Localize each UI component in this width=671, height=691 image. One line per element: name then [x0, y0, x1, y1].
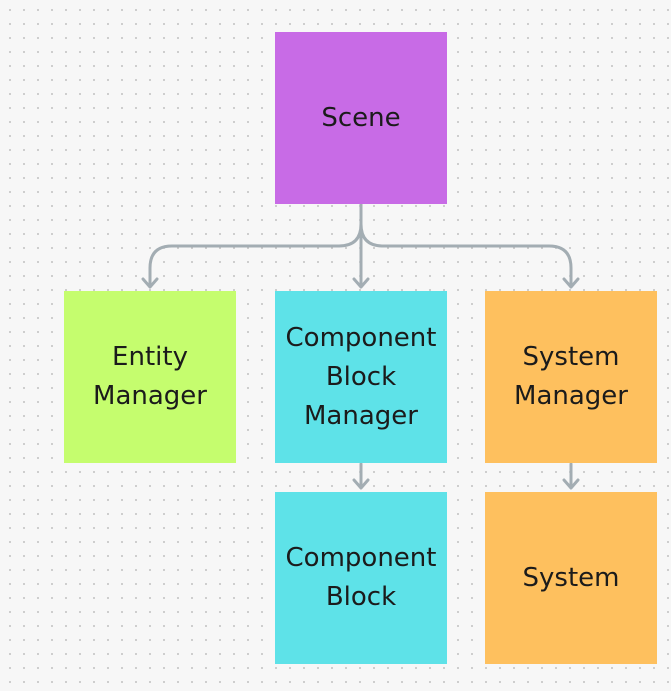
scene-label: Scene — [321, 102, 401, 133]
component-block-manager-node[interactable]: Component Block Manager — [275, 291, 447, 463]
system-node[interactable]: System — [485, 492, 657, 664]
entity-manager-label: Entity Manager — [93, 342, 207, 411]
system-manager-label: System Manager — [514, 342, 628, 411]
component-block-manager-label: Component Block Manager — [285, 322, 437, 431]
connector-component-block-manager-to-component-block — [352, 462, 370, 490]
scene-node[interactable]: Scene — [275, 32, 447, 204]
connector-scene-to-system-manager — [359, 202, 580, 289]
connector-system-manager-to-system — [562, 462, 580, 490]
system-label: System — [522, 562, 620, 593]
entity-manager-node[interactable]: Entity Manager — [64, 291, 236, 463]
system-manager-node[interactable]: System Manager — [485, 291, 657, 463]
connector-scene-to-entity-manager — [141, 202, 363, 289]
component-block-label: Component Block — [285, 543, 437, 612]
component-block-node[interactable]: Component Block — [275, 492, 447, 664]
